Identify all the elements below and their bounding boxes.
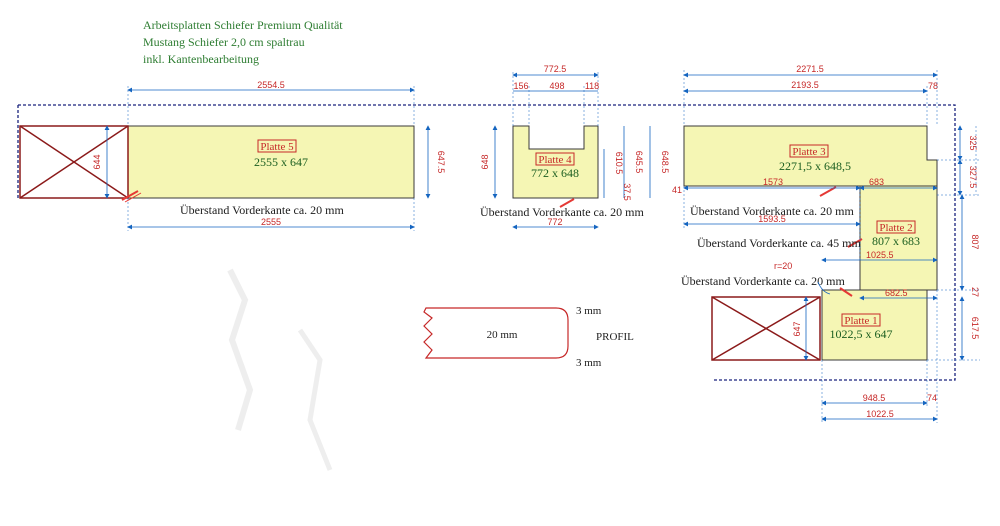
edge-profile: 20 mm [423,307,569,359]
plate-2-size: 807 x 683 [872,234,920,248]
plate-3-label-box [789,144,829,158]
plate-5-size: 2555 x 647 [254,155,308,169]
ghost-marks [227,268,333,471]
dim-p5-left: 644 [92,154,102,169]
dim-p3-top: 2271.5 [796,64,824,74]
dim-radius: r=20 [774,261,792,271]
dim-p1-left: 647 [792,321,802,336]
plate-5-overhang: Überstand Vorderkante ca. 20 mm [180,203,345,217]
plate-4-size: 772 x 648 [531,166,579,180]
dim-p4-seg2: 498 [549,81,564,91]
note-line-2: Mustang Schiefer 2,0 cm spaltrau [143,35,305,49]
plate-5[interactable]: Platte 5 2555 x 647 [19,125,415,203]
plate-4-label: Platte 4 [538,154,572,166]
dim-p4-bottom: 772 [547,217,562,227]
dim-p1-bottom1: 948.5 [863,393,886,403]
plate-1[interactable]: Platte 1 1022,5 x 647 [711,287,928,361]
dim-p3-inner-right: 683 [869,177,884,187]
dim-p3-left-small: 41 [672,185,682,195]
plate-3[interactable]: Platte 3 2271,5 x 648,5 [683,125,938,197]
dim-p5-right: 647.5 [436,151,446,174]
dim-p1-bottom-small: 74 [927,393,937,403]
dim-p4-right3: 648.5 [660,151,670,174]
plate-4[interactable]: Platte 4 772 x 648 [512,125,599,208]
dim-p1-top: 682.5 [885,288,908,298]
plate-2-label-box [876,220,916,234]
plate-1-label: Platte 1 [844,315,877,327]
plate-2-overhang: Überstand Vorderkante ca. 45 mm [697,236,862,250]
dim-right-small: 27 [970,287,980,297]
profile-top: 3 mm [576,305,602,317]
dim-right-2: 327.5 [968,166,978,189]
dim-p3-top2: 2193.5 [791,80,819,90]
dim-p1-bottom2: 1022.5 [866,409,894,419]
dim-p4-top: 772.5 [544,64,567,74]
plate-3-overhang: Überstand Vorderkante ca. 20 mm [690,204,855,218]
dim-right-3: 807 [970,234,980,249]
dim-p5-bottom: 2555 [261,217,281,227]
dim-p3-inner: 1573 [763,177,783,187]
dim-p4-left: 648 [480,154,490,169]
plate-3-label: Platte 3 [792,146,826,158]
dim-p5-top: 2554.5 [257,80,285,90]
dim-p3-top-small: 78 [928,81,938,91]
profile-bottom: 3 mm [576,357,602,369]
note-line-3: inkl. Kantenbearbeitung [143,52,259,66]
plate-1-label-box [841,313,881,327]
plate-2-label: Platte 2 [879,222,912,234]
plate-1-size: 1022,5 x 647 [830,327,893,341]
profile-thickness: 20 mm [487,329,518,341]
plate-5-label-box [257,139,297,153]
dim-p4-right1: 610.5 [614,152,624,175]
dim-p4-small: 37.5 [622,183,632,201]
plate-5-label: Platte 5 [260,141,294,153]
dim-p3-lower: 1593.5 [758,214,786,224]
note-line-1: Arbeitsplatten Schiefer Premium Qualität [143,18,343,32]
dim-p4-seg3: 118 [585,81,599,91]
profile-label: PROFIL [596,331,634,343]
plate-3-size: 2271,5 x 648,5 [779,159,851,173]
dim-p2-bottom: 1025.5 [866,250,894,260]
dim-p4-seg1: 156 [513,81,528,91]
plate-2[interactable]: Platte 2 807 x 683 [847,185,938,291]
dim-right-1: 325 [968,135,978,150]
plate-4-overhang: Überstand Vorderkante ca. 20 mm [480,205,645,219]
dim-right-4: 617.5 [970,317,980,340]
plate-1-overhang: Überstand Vorderkante ca. 20 mm [681,274,846,288]
plate-4-label-box [535,152,575,166]
dim-p4-right2: 645.5 [634,151,644,174]
